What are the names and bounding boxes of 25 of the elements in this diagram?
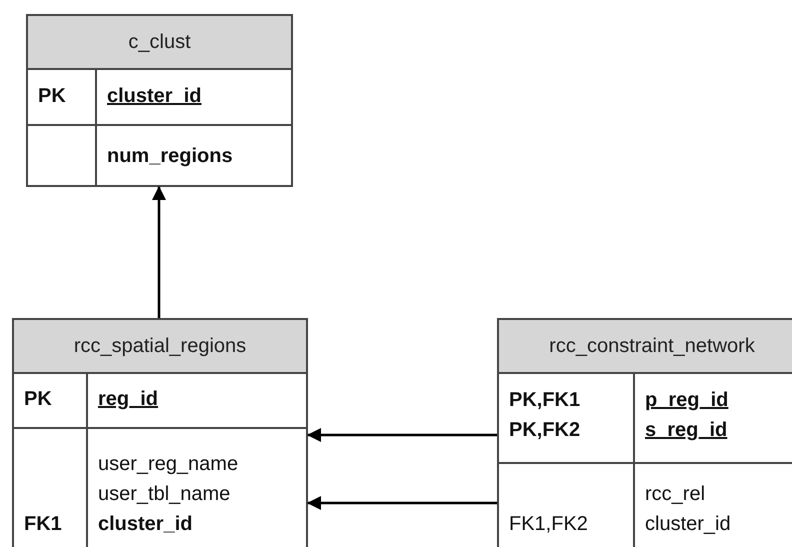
field-name: user_reg_name xyxy=(98,452,238,476)
arrow xyxy=(307,428,497,442)
table-name: rcc_constraint_network xyxy=(549,334,755,358)
table-name: rcc_spatial_regions xyxy=(74,334,246,358)
field-name: reg_id xyxy=(98,388,158,411)
table-name: c_clust xyxy=(128,30,191,54)
key-label: PK xyxy=(38,84,66,108)
field-name: num_regions xyxy=(107,144,233,168)
entity-table xyxy=(497,318,792,547)
key-label: PK,FK1 xyxy=(509,388,580,412)
arrow xyxy=(307,496,497,510)
arrow xyxy=(152,186,166,318)
entity-table xyxy=(12,318,308,547)
field-name: p_reg_id xyxy=(645,388,728,412)
field-name: rcc_rel xyxy=(645,482,706,506)
key-label: FK1,FK2 xyxy=(509,512,588,536)
key-label: PK,FK2 xyxy=(509,418,580,442)
key-label: PK xyxy=(24,388,52,411)
field-name: user_tbl_name xyxy=(98,482,230,506)
field-name: cluster_id xyxy=(645,512,731,536)
key-label: FK1 xyxy=(24,512,62,536)
field-name: cluster_id xyxy=(98,512,192,536)
entity-table xyxy=(26,14,293,187)
field-name: cluster_id xyxy=(107,84,202,108)
field-name: s_reg_id xyxy=(645,418,728,442)
